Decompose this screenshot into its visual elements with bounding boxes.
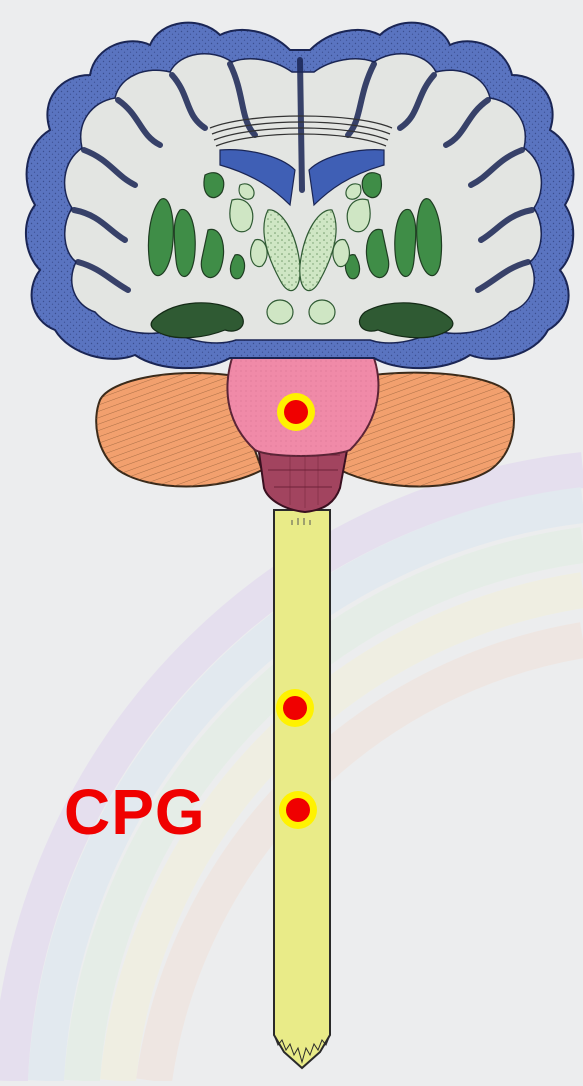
spinal-cord bbox=[274, 510, 330, 1068]
cpg-label: CPG bbox=[64, 780, 206, 844]
marker-spinal-lower bbox=[279, 791, 317, 829]
marker-spinal-upper bbox=[276, 689, 314, 727]
cerebral-hemispheres bbox=[26, 23, 573, 368]
marker-brainstem bbox=[277, 393, 315, 431]
